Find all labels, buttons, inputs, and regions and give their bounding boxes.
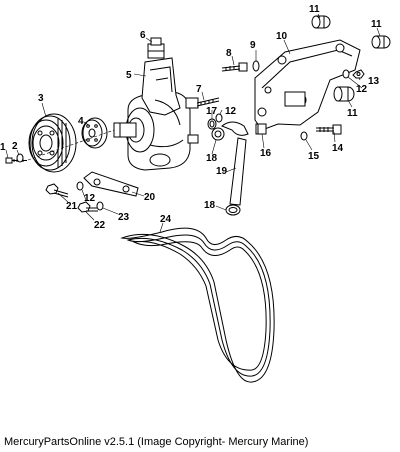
callout-24: 24 xyxy=(160,214,172,225)
callout-16: 16 xyxy=(260,148,272,159)
callout-18-lower: 18 xyxy=(204,200,216,211)
part-12-washer-lower xyxy=(76,181,84,191)
part-2-washer xyxy=(16,153,24,163)
callout-23: 23 xyxy=(118,212,130,223)
part-19-hose xyxy=(221,121,249,206)
callout-12-right: 12 xyxy=(356,84,368,95)
copyright-caption: MercuryPartsOnline v2.5.1 (Image Copyrig… xyxy=(4,436,309,448)
callout-1: 1 xyxy=(0,142,6,153)
part-11-spacer-right xyxy=(371,35,391,49)
part-12-washer-upper xyxy=(215,113,223,123)
callout-17: 17 xyxy=(206,106,218,117)
leader-lines xyxy=(5,13,381,233)
part-12-washer-right xyxy=(342,69,350,79)
callout-4: 4 xyxy=(78,116,84,127)
part-13-nut xyxy=(352,69,365,79)
callout-14: 14 xyxy=(332,143,344,154)
callout-7: 7 xyxy=(196,84,202,95)
callout-12-upper: 12 xyxy=(225,106,237,117)
part-5-power-steering-pump xyxy=(113,57,199,171)
part-17-o-ring xyxy=(207,118,217,130)
callout-labels: 1 2 3 4 5 6 7 8 9 10 11 11 11 12 12 12 1… xyxy=(0,4,382,231)
callout-20: 20 xyxy=(144,192,156,203)
part-11-spacer-lower xyxy=(333,86,355,102)
part-18-clamp-upper xyxy=(211,127,225,141)
callout-13: 13 xyxy=(368,76,380,87)
callout-11-top: 11 xyxy=(309,4,320,15)
part-24-serpentine-belt xyxy=(120,227,275,383)
callout-8: 8 xyxy=(226,48,232,59)
callout-6: 6 xyxy=(140,30,146,41)
part-6-reservoir-cap xyxy=(147,37,165,59)
part-14-bolt xyxy=(316,124,342,135)
callout-15: 15 xyxy=(308,151,320,162)
part-18-clamp-lower xyxy=(225,204,241,216)
part-1-bolt xyxy=(5,157,27,164)
callout-18-upper: 18 xyxy=(206,153,218,164)
part-16-fitting xyxy=(255,123,267,135)
callout-19: 19 xyxy=(216,166,228,177)
part-22-bolt xyxy=(77,201,98,213)
part-15-washer xyxy=(300,131,308,141)
callout-9: 9 xyxy=(250,40,256,51)
callout-21: 21 xyxy=(66,201,78,212)
part-11-spacer-top xyxy=(311,15,331,29)
callout-5: 5 xyxy=(126,70,132,81)
callout-10: 10 xyxy=(276,31,288,42)
part-21-bolt xyxy=(45,183,69,198)
callout-11-lower: 11 xyxy=(347,108,358,119)
part-23-washer xyxy=(96,201,104,211)
callout-11-right: 11 xyxy=(371,19,382,30)
parts-diagram-svg: 1 2 3 4 5 6 7 8 9 10 11 11 11 12 12 12 1… xyxy=(0,4,391,383)
part-9-washer xyxy=(252,60,260,72)
callout-2: 2 xyxy=(12,141,18,152)
part-4-hub xyxy=(81,117,108,149)
part-3-crank-pulley xyxy=(28,113,77,173)
part-20-bracket xyxy=(83,171,139,197)
part-10-mounting-bracket xyxy=(254,39,361,131)
part-8-bolt xyxy=(221,62,248,72)
callout-12-lower: 12 xyxy=(84,193,96,204)
callout-3: 3 xyxy=(38,93,44,104)
part-7-stud xyxy=(196,97,220,107)
callout-22: 22 xyxy=(94,220,106,231)
